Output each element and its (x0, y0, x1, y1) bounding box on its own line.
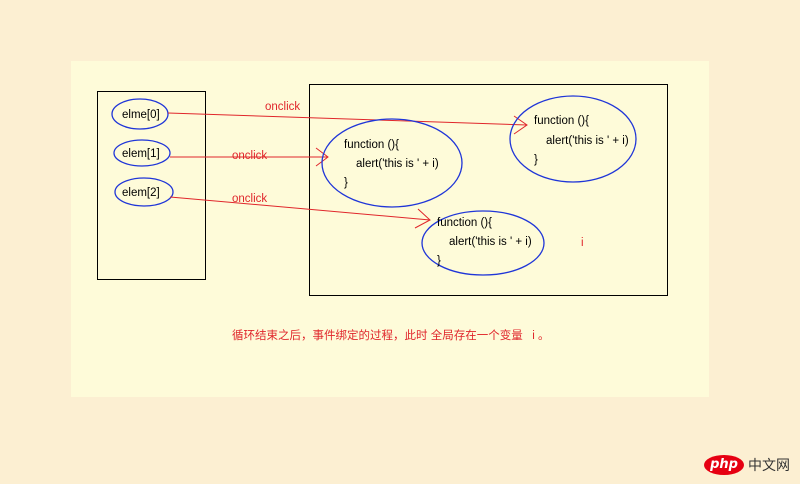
function-node-0: function (){ alert('this is ' + i) } (509, 95, 637, 183)
elements-box (97, 91, 206, 280)
onclick-label-2: onclick (232, 193, 267, 205)
function-node-2: function (){ alert('this is ' + i) } (421, 210, 545, 276)
php-logo: php (704, 455, 744, 475)
caption: 循环结束之后，事件绑定的过程，此时 全局存在一个变量 i 。 (232, 328, 550, 342)
diagram-canvas (71, 61, 709, 397)
arrow-1 (170, 147, 329, 167)
function-2-line-2: alert('this is ' + i) (449, 236, 532, 248)
function-0-line-3: } (534, 154, 538, 166)
arrow-2 (169, 196, 431, 229)
watermark-text: 中文网 (748, 458, 790, 474)
function-0-line-2: alert('this is ' + i) (546, 135, 629, 147)
arrow-0 (167, 112, 528, 135)
element-node-2[interactable]: elem[2] (114, 177, 174, 207)
element-label-2: elem[2] (122, 187, 160, 199)
functions-box (309, 84, 668, 296)
function-node-1: function (){ alert('this is ' + i) } (321, 118, 463, 208)
site-watermark: php 中文网 (704, 454, 790, 476)
function-2-line-3: } (437, 255, 441, 267)
element-node-1[interactable]: elem[1] (113, 139, 171, 167)
onclick-label-1: onclick (232, 150, 267, 162)
function-1-line-3: } (344, 177, 348, 189)
element-node-0[interactable]: elme[0] (111, 98, 169, 130)
function-1-line-1: function (){ (344, 139, 399, 151)
global-variable-label: i (581, 237, 584, 249)
element-label-0: elme[0] (122, 109, 160, 121)
function-2-line-1: function (){ (437, 217, 492, 229)
function-1-line-2: alert('this is ' + i) (356, 158, 439, 170)
onclick-label-0: onclick (265, 101, 300, 113)
element-label-1: elem[1] (122, 148, 160, 160)
function-0-line-1: function (){ (534, 115, 589, 127)
